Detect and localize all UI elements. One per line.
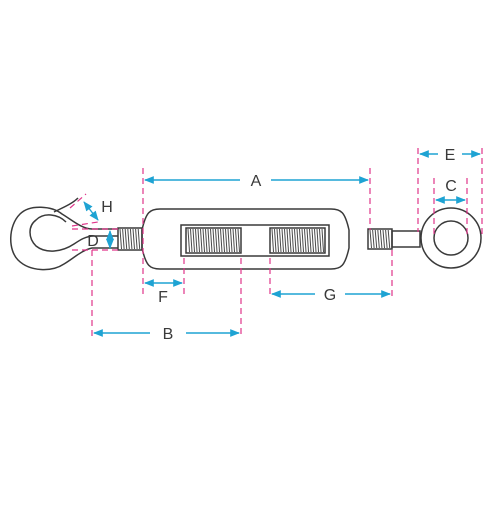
thread-line (122, 228, 125, 250)
thread-line (200, 228, 203, 253)
thread-line (235, 228, 238, 253)
thread-line (309, 228, 312, 253)
thread-line (205, 228, 208, 253)
thread-line (385, 229, 388, 249)
thread-line (197, 228, 200, 253)
thread-line (306, 228, 309, 253)
thread-line (210, 228, 213, 253)
thread-line (232, 228, 235, 253)
thread-line (379, 229, 383, 249)
label-g: G (324, 287, 336, 304)
thread-line (217, 228, 220, 253)
thread-line (227, 228, 230, 253)
thread-line (319, 228, 322, 253)
left-window-thread (185, 227, 242, 254)
thread-line (225, 228, 228, 253)
thread-line (230, 228, 233, 253)
thread-line (237, 228, 240, 253)
thread-line (215, 228, 218, 253)
label-a: A (251, 173, 262, 190)
thread-line (212, 228, 215, 253)
hook (10, 197, 118, 271)
thread-line (187, 228, 190, 253)
right-threaded-rod (367, 228, 421, 250)
thread-line (296, 228, 299, 253)
thread-line (374, 229, 378, 249)
thread-line (321, 228, 324, 253)
thread-line (286, 228, 289, 253)
thread-line (311, 228, 314, 253)
label-f: F (158, 289, 168, 306)
thread-line (294, 228, 297, 253)
thread-line (119, 228, 122, 250)
left-threaded-rod (117, 227, 143, 251)
thread-line (192, 228, 195, 253)
thread-line (299, 228, 302, 253)
thread-line (129, 228, 133, 250)
thread-line (284, 228, 287, 253)
label-h: H (101, 199, 113, 216)
thread-line (271, 228, 274, 253)
label-c: C (445, 178, 457, 195)
thread-line (369, 229, 372, 249)
thread-line (274, 228, 277, 253)
thread-line (291, 228, 294, 253)
thread-line (195, 228, 198, 253)
thread-line (281, 228, 284, 253)
thread-line (301, 228, 304, 253)
thread-line (289, 228, 292, 253)
dimension-labels: A B C D E F G H (87, 147, 457, 343)
thread-line (220, 228, 223, 253)
turnbuckle-body (141, 208, 350, 270)
thread-line (124, 228, 128, 250)
dimension-arrows (83, 150, 481, 337)
thread-line (207, 228, 210, 253)
label-d: D (87, 233, 99, 250)
label-b: B (163, 326, 174, 343)
thread-line (127, 228, 130, 250)
thread-line (387, 229, 391, 249)
eye (420, 207, 482, 269)
thread-line (135, 228, 138, 250)
thread-line (279, 228, 282, 253)
thread-line (372, 229, 375, 249)
label-e: E (445, 147, 456, 164)
thread-line (377, 229, 380, 249)
thread-line (137, 228, 141, 250)
thread-line (314, 228, 317, 253)
thread-line (132, 228, 135, 250)
guide-lines (69, 148, 483, 338)
thread-line (382, 229, 385, 249)
thread-line (304, 228, 307, 253)
right-window-thread (269, 227, 326, 254)
thread-line (276, 228, 279, 253)
thread-line (202, 228, 205, 253)
thread-line (222, 228, 225, 253)
thread-line (316, 228, 319, 253)
thread-line (190, 228, 193, 253)
